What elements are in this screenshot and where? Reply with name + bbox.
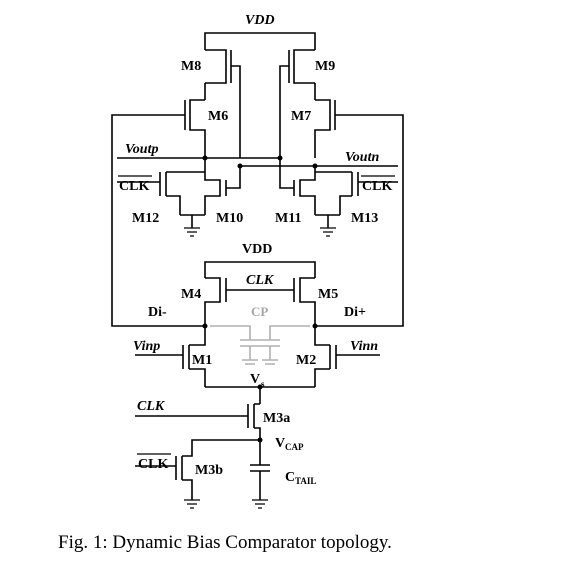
transistor-m10	[180, 166, 241, 237]
transistor-m13	[315, 171, 398, 237]
clk-bar-left-label: CLK	[119, 179, 149, 194]
m2-label: M2	[296, 353, 316, 368]
transistor-m6	[111, 83, 207, 327]
comparator-schematic: VDD M8 M9 M6 M7 Voutp Voutn CLK CLK M12 …	[111, 13, 404, 509]
ctail-capacitor	[250, 464, 270, 509]
transistor-m9	[279, 49, 315, 158]
voutp-label: Voutp	[125, 142, 158, 157]
m6-label: M6	[208, 109, 228, 124]
m3a-label: M3a	[263, 411, 290, 426]
cp-label: CP	[251, 304, 268, 319]
ctail-label: C	[285, 470, 295, 485]
transistor-m3a	[135, 403, 261, 465]
clk-bar-m3b-label: CLK	[138, 457, 168, 472]
vdd-mid-rail	[204, 261, 316, 278]
m9-label: M9	[315, 59, 335, 74]
transistor-m8	[205, 49, 241, 158]
vinp-label: Vinp	[133, 339, 160, 354]
vcap-label: V	[275, 436, 285, 451]
m4-label: M4	[181, 287, 201, 302]
voutn-label: Voutn	[345, 150, 379, 165]
vs-subscript: s	[261, 379, 265, 389]
transistor-m1	[135, 326, 206, 387]
transistor-m12	[117, 171, 205, 215]
vinn-label: Vinn	[350, 339, 378, 354]
vdd-top-label: VDD	[245, 13, 275, 28]
vs-label: V	[250, 372, 260, 387]
di-plus-label: Di+	[344, 305, 366, 320]
transistor-m11	[279, 158, 316, 215]
transistor-m3b	[135, 439, 260, 509]
vcap-subscript: CAP	[285, 442, 304, 452]
transistor-m4	[204, 277, 294, 326]
transistor-m2	[314, 326, 380, 387]
di-minus-label: Di-	[148, 305, 167, 320]
clk-mid-label: CLK	[246, 273, 275, 288]
m3b-label: M3b	[195, 463, 223, 478]
m12-label: M12	[132, 211, 159, 226]
clk-bar-right-label: CLK	[362, 179, 392, 194]
m10-label: M10	[216, 211, 243, 226]
vdd-mid-label: VDD	[242, 242, 272, 257]
transistor-m7	[313, 83, 404, 327]
transistor-m5	[293, 277, 316, 326]
m8-label: M8	[181, 59, 201, 74]
figure-caption: Fig. 1: Dynamic Bias Comparator topology…	[58, 532, 392, 553]
m7-label: M7	[291, 109, 311, 124]
vdd-top-rail	[204, 32, 316, 50]
m5-label: M5	[318, 287, 338, 302]
parasitic-capacitors	[210, 325, 310, 365]
m11-label: M11	[275, 211, 301, 226]
m1-label: M1	[192, 353, 212, 368]
clk-m3a-label: CLK	[137, 399, 166, 414]
m13-label: M13	[351, 211, 378, 226]
ctail-subscript: TAIL	[295, 476, 316, 486]
